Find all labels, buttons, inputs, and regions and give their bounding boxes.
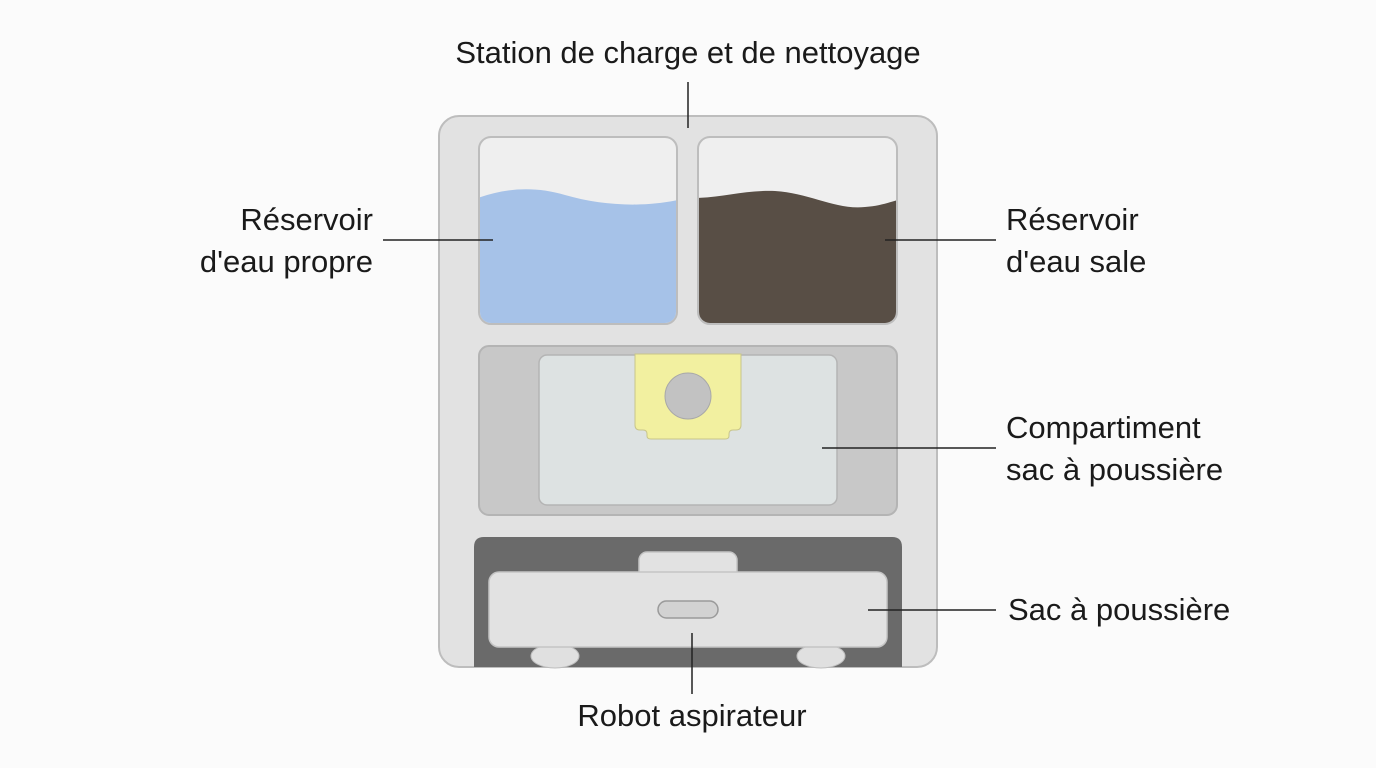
diagram-title: Station de charge et de nettoyage — [455, 35, 921, 70]
label-dust-compartment-line-2: sac à poussière — [1006, 452, 1224, 487]
label-dust-compartment-line-1: Compartiment — [1006, 410, 1201, 445]
label-clean-tank: Réservoir d'eau propre — [120, 199, 373, 283]
label-robot: Robot aspirateur — [577, 698, 807, 733]
label-dirty-tank: Réservoir d'eau sale — [1006, 199, 1306, 283]
clean-water-tank — [478, 136, 678, 325]
robot-button — [657, 600, 719, 619]
label-clean-tank-line-2: d'eau propre — [199, 244, 373, 279]
dirty-water-level — [699, 190, 896, 323]
label-dust-bag: Sac à poussière — [1008, 592, 1231, 627]
dirty-water-tank — [697, 136, 898, 325]
label-dust-compartment: Compartiment sac à poussière — [1006, 407, 1336, 491]
dust-bag-hole — [664, 372, 712, 420]
label-dirty-tank-line-2: d'eau sale — [1006, 244, 1147, 279]
label-dirty-tank-line-1: Réservoir — [1006, 202, 1139, 237]
label-clean-tank-line-1: Réservoir — [240, 202, 373, 237]
clean-water-level — [480, 189, 676, 323]
